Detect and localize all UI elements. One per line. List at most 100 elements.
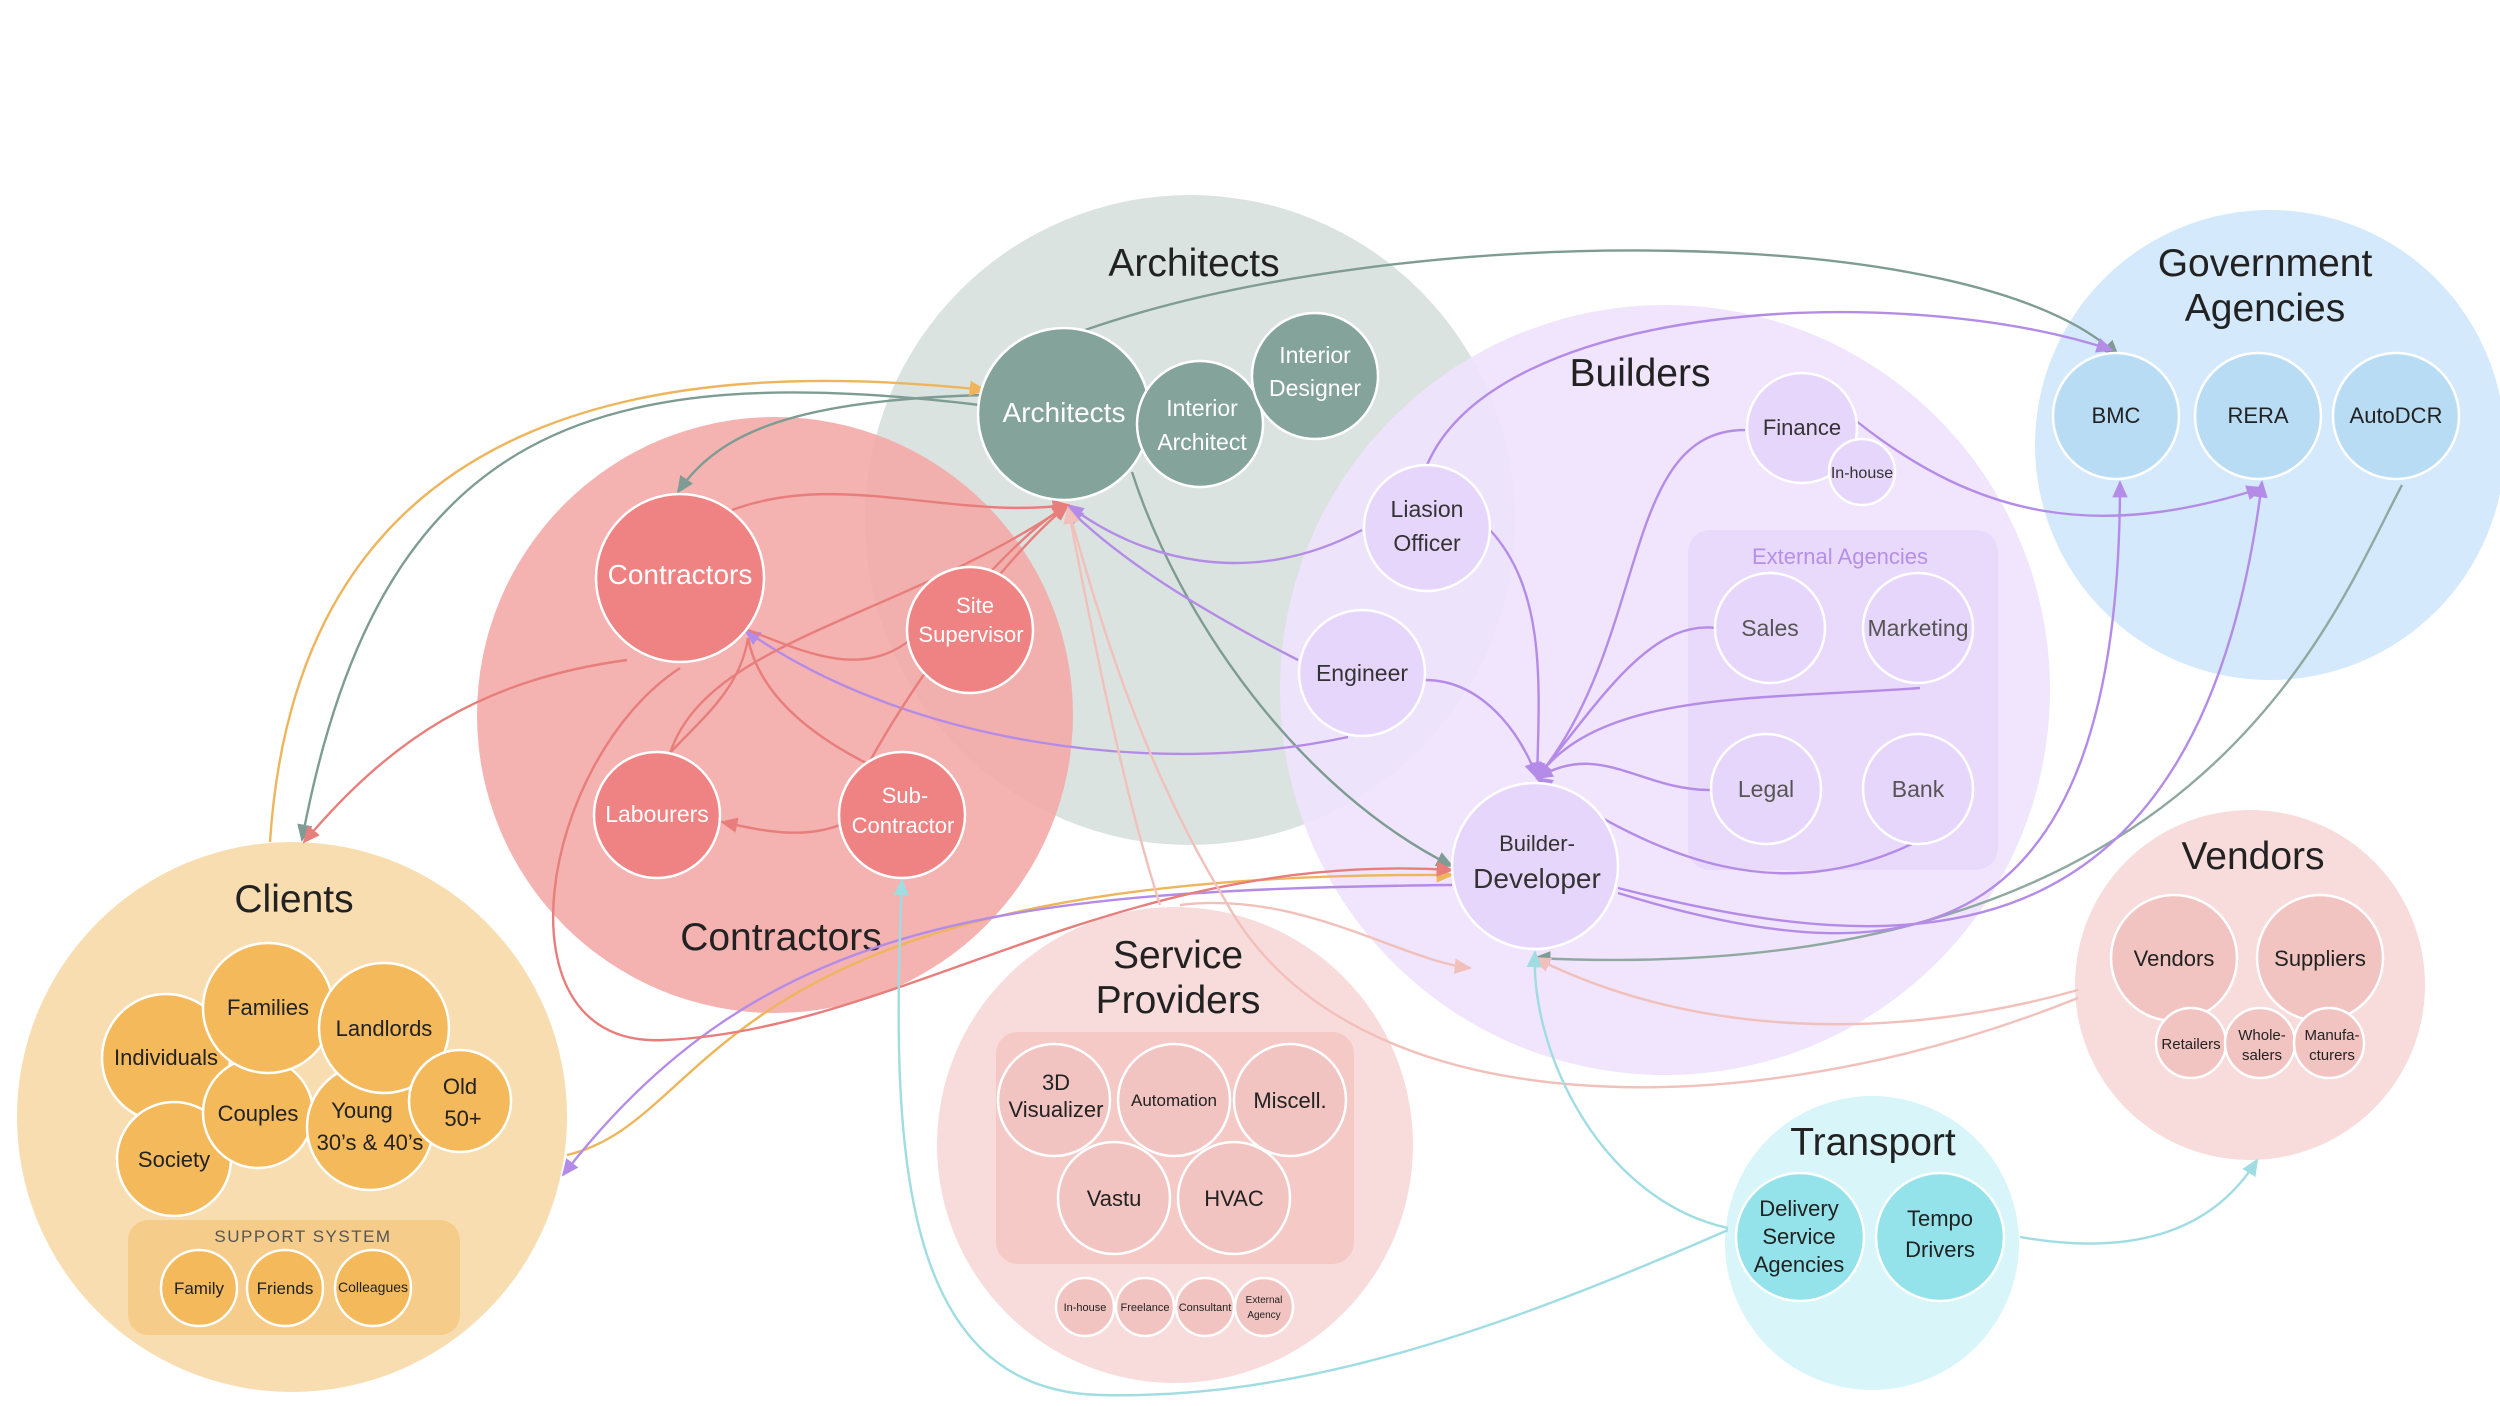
node-family[interactable]: [159, 1248, 239, 1328]
node-engineer[interactable]: [1297, 608, 1427, 738]
label-site-supervisor-1: Site: [956, 593, 994, 618]
government-title-line1: Government: [2158, 242, 2373, 285]
label-finance: Finance: [1763, 415, 1841, 440]
label-sub-contractor-2: Contractor: [852, 813, 955, 838]
node-manufacturers[interactable]: [2292, 1006, 2366, 1080]
arrow-builder-to-rera: [1617, 480, 2268, 928]
node-autodcr[interactable]: [2331, 351, 2461, 481]
arrow-finance-to-builder: [1535, 428, 1746, 780]
label-type-consultant: Consultant: [1179, 1302, 1232, 1314]
arrow-tempo-to-vendors: [2019, 1158, 2259, 1245]
label-landlords: Landlords: [336, 1016, 433, 1041]
node-vastu[interactable]: [1056, 1140, 1172, 1256]
node-automation[interactable]: [1116, 1042, 1232, 1158]
label-couples: Couples: [218, 1101, 299, 1126]
label-autodcr: AutoDCR: [2350, 403, 2443, 428]
architects-nodes: [976, 311, 1380, 502]
node-friends[interactable]: [245, 1248, 325, 1328]
arrow-architects-to-bmc: [1084, 249, 2120, 358]
node-interior-designer[interactable]: [1250, 311, 1380, 441]
government-title-line2: Agencies: [2185, 287, 2345, 330]
arrow-liasion-to-architects: [1066, 503, 1363, 565]
arrow-engineer-to-architects: [1066, 506, 1299, 662]
label-old-1: Old: [443, 1074, 477, 1099]
node-finance[interactable]: [1745, 371, 1859, 485]
label-liasion-officer-2: Officer: [1393, 530, 1461, 556]
node-liasion-officer[interactable]: [1362, 463, 1492, 593]
label-old-2: 50+: [444, 1106, 481, 1131]
arrow-builder-to-bmc: [1617, 480, 2128, 935]
label-interior-architect-2: Architect: [1157, 429, 1247, 455]
label-builder-developer-2: Developer: [1473, 863, 1601, 894]
node-legal[interactable]: [1709, 732, 1823, 846]
label-hvac: HVAC: [1204, 1186, 1264, 1211]
node-rera[interactable]: [2193, 351, 2323, 481]
arrow-contractors-to-builder: [552, 666, 1454, 1042]
node-miscell[interactable]: [1232, 1042, 1348, 1158]
node-bmc[interactable]: [2051, 351, 2181, 481]
node-old[interactable]: [407, 1048, 513, 1154]
node-type-in-house[interactable]: [1054, 1276, 1116, 1338]
arrow-engineer-to-contractors: [743, 628, 1349, 756]
label-families: Families: [227, 995, 309, 1020]
node-delivery-service-agencies[interactable]: [1734, 1171, 1866, 1303]
label-individuals: Individuals: [114, 1045, 218, 1070]
label-tempo-1: Tempo: [1907, 1206, 1973, 1231]
node-site-supervisor[interactable]: [905, 565, 1035, 695]
label-builder-developer-1: Builder-: [1499, 831, 1575, 856]
arrow-subcontractor-to-contractors: [746, 637, 871, 767]
label-society: Society: [138, 1147, 210, 1172]
label-colleagues: Colleagues: [338, 1279, 408, 1295]
node-contractors[interactable]: [594, 492, 766, 664]
node-type-external-agency[interactable]: [1233, 1276, 1295, 1338]
label-delivery-2: Service: [1762, 1224, 1835, 1249]
arrow-sales-to-builder: [1535, 626, 1717, 780]
node-3d-visualizer[interactable]: [996, 1042, 1112, 1158]
label-miscell: Miscell.: [1253, 1088, 1326, 1113]
node-bank[interactable]: [1861, 732, 1975, 846]
node-builder-developer[interactable]: [1450, 781, 1620, 951]
label-3d-2: Visualizer: [1009, 1097, 1104, 1122]
node-colleagues[interactable]: [333, 1248, 413, 1328]
label-interior-designer-2: Designer: [1269, 375, 1361, 401]
label-in-house: In-house: [1831, 465, 1893, 482]
arrow-labourers-to-contractors: [667, 637, 750, 756]
label-delivery-1: Delivery: [1759, 1196, 1838, 1221]
arrow-finance-to-rera: [1854, 419, 2264, 517]
label-engineer: Engineer: [1316, 660, 1408, 686]
arrow-labourers-to-architects: [666, 503, 1070, 761]
node-labourers[interactable]: [592, 750, 722, 880]
label-interior-architect-1: Interior: [1166, 395, 1238, 421]
label-rera: RERA: [2227, 403, 2288, 428]
node-hvac[interactable]: [1176, 1140, 1292, 1256]
arrow-legal-to-builder: [1535, 762, 1711, 792]
label-suppliers: Suppliers: [2274, 946, 2366, 971]
label-contractors: Contractors: [608, 559, 753, 590]
label-bmc: BMC: [2092, 403, 2141, 428]
label-vastu: Vastu: [1087, 1186, 1142, 1211]
label-automation: Automation: [1131, 1091, 1217, 1110]
arrow-architects-to-clients: [297, 391, 981, 842]
arrow-contractors-to-architects: [731, 492, 1070, 515]
arrow-autodcr-to-builder: [1533, 484, 2404, 967]
transport-cluster: [1725, 1096, 2019, 1390]
arrow-liasion-to-builder: [1489, 529, 1546, 780]
label-type-in-house: In-house: [1064, 1302, 1107, 1314]
arrow-marketing-to-builder: [1535, 686, 1921, 780]
node-sales[interactable]: [1713, 571, 1827, 685]
node-sub-contractor[interactable]: [837, 750, 967, 880]
arrow-contractors-to-clients: [302, 658, 628, 844]
node-in-house[interactable]: [1827, 437, 1897, 507]
label-3d-1: 3D: [1042, 1070, 1070, 1095]
label-external-agency-legal: Legal: [1738, 776, 1794, 802]
node-type-freelance[interactable]: [1114, 1276, 1176, 1338]
arrow-delivery-to-subcontractor: [893, 878, 1729, 1397]
node-landlords[interactable]: [317, 961, 451, 1095]
label-young-1: Young: [331, 1098, 393, 1123]
node-interior-architect[interactable]: [1135, 359, 1265, 489]
node-tempo-drivers[interactable]: [1874, 1171, 2006, 1303]
label-wholesalers-2: salers: [2242, 1047, 2282, 1064]
label-type-external-2: Agency: [1247, 1310, 1280, 1321]
node-marketing[interactable]: [1861, 571, 1975, 685]
